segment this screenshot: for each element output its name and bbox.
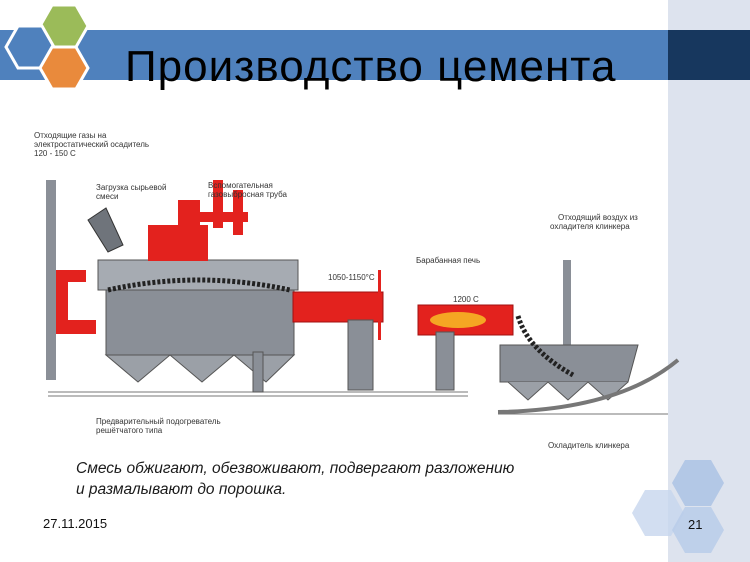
rotary-kiln-hot-end xyxy=(293,270,383,390)
label-kiln: Барабанная печь xyxy=(416,256,480,265)
slide-caption: Смесь обжигают, обезвоживают, подвергают… xyxy=(76,458,666,500)
label-preheater-2: решётчатого типа xyxy=(96,426,163,435)
caption-line-2: и размалывают до порошка. xyxy=(76,479,666,500)
label-preheater-1: Предварительный подогреватель xyxy=(96,417,221,426)
label-cooler: Охладитель клинкера xyxy=(548,441,630,450)
clinker-cooler xyxy=(498,260,678,414)
cement-production-diagram: Отходящие газы на электростатический оса… xyxy=(28,120,700,455)
exhaust-pipe xyxy=(46,180,96,380)
label-load-1: Загрузка сырьевой xyxy=(96,183,166,192)
label-aux-2: газовыбросная труба xyxy=(208,190,288,199)
label-air-2: охладителя клинкера xyxy=(550,222,630,231)
label-load-2: смеси xyxy=(96,192,118,201)
label-temp-1: 1050-1150°С xyxy=(328,273,375,282)
page-number: 21 xyxy=(688,517,702,532)
label-temp-2: 1200 С xyxy=(453,295,479,304)
hexagon-logo-icon xyxy=(0,0,90,95)
label-gases-1: Отходящие газы на xyxy=(34,131,107,140)
label-aux-1: Вспомогательная xyxy=(208,181,273,190)
feed-hopper xyxy=(88,208,123,252)
caption-line-1: Смесь обжигают, обезвоживают, подвергают… xyxy=(76,458,666,479)
label-gases-2: электростатический осадитель xyxy=(34,140,149,149)
hexagon-cluster-icon xyxy=(625,455,750,562)
preheater xyxy=(98,260,298,392)
label-gases-3: 120 - 150 С xyxy=(34,149,76,158)
slide-date: 27.11.2015 xyxy=(43,516,107,531)
title-band-accent xyxy=(668,30,750,80)
slide-title: Производство цемента xyxy=(125,42,616,92)
rotary-kiln-burner xyxy=(418,305,513,390)
ground-line xyxy=(48,392,468,396)
label-air-1: Отходящий воздух из xyxy=(558,213,638,222)
